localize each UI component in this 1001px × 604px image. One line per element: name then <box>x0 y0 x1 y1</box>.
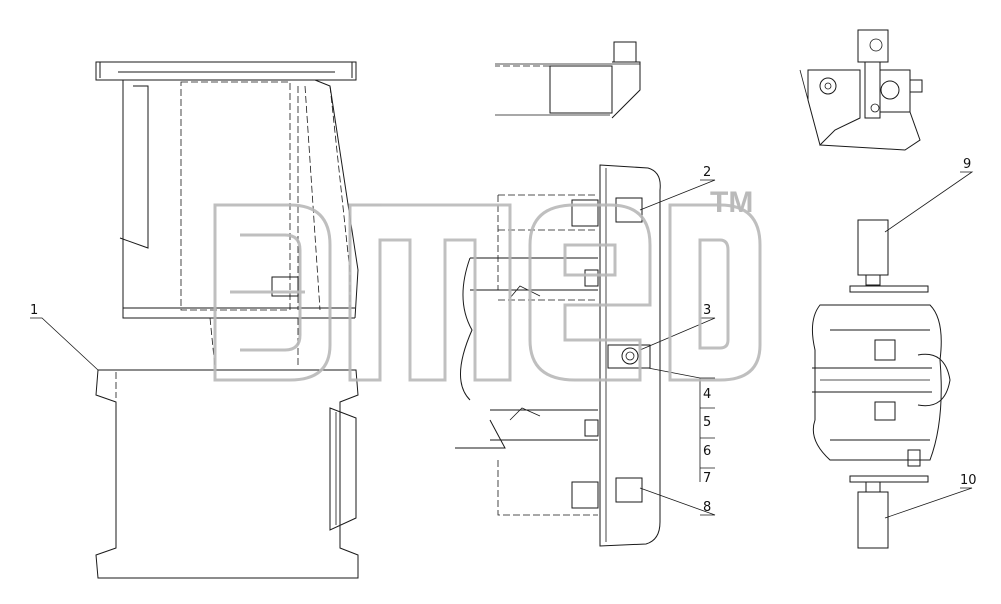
callout-8: 8 <box>703 500 711 515</box>
callout-numbers: 1 2 3 4 5 6 7 8 9 10 <box>30 157 977 515</box>
detail-top-middle <box>495 41 641 119</box>
callout-1: 1 <box>30 303 38 318</box>
callout-4: 4 <box>703 387 711 402</box>
callout-5: 5 <box>703 415 711 430</box>
side-panel-view <box>455 164 661 547</box>
watermark-tm: TM <box>710 186 753 219</box>
callout-2: 2 <box>703 165 711 180</box>
right-assembly-view <box>811 219 951 549</box>
leader-lines <box>30 171 974 519</box>
floor-mat-view <box>95 369 359 579</box>
callout-10: 10 <box>960 473 977 488</box>
detail-top-right <box>799 29 923 151</box>
callout-3: 3 <box>703 303 711 318</box>
callout-6: 6 <box>703 444 711 459</box>
watermark: TM <box>213 186 762 382</box>
callout-9: 9 <box>963 157 971 172</box>
callout-7: 7 <box>703 471 711 486</box>
